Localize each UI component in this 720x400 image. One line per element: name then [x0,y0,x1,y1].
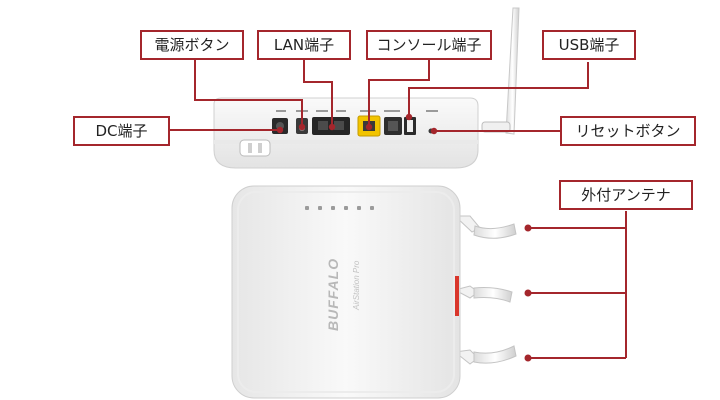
device-front-view: BUFFALO AirStation Pro [231,185,517,399]
reset-button-label: リセットボタン [560,116,696,146]
external-antennas [453,215,517,365]
model-name: AirStation Pro [352,260,361,311]
usb-port-label: USB端子 [542,30,636,60]
device-foot [239,139,271,157]
led-row [305,206,374,210]
lan-port-label: LAN端子 [257,30,351,60]
indicator-stripe [455,276,459,316]
body-seam [214,140,478,144]
front-body [231,185,461,399]
brand-logo: BUFFALO [325,258,341,331]
callout-lines [170,56,627,359]
callout-dots [276,113,532,362]
dc-port-label: DC端子 [73,116,170,146]
device-side-view [213,7,520,169]
power-button-label: 電源ボタン [140,30,244,60]
console-port-label: コンソール端子 [366,30,492,60]
standing-antenna [505,7,520,135]
external-antenna-label: 外付アンテナ [559,180,693,210]
